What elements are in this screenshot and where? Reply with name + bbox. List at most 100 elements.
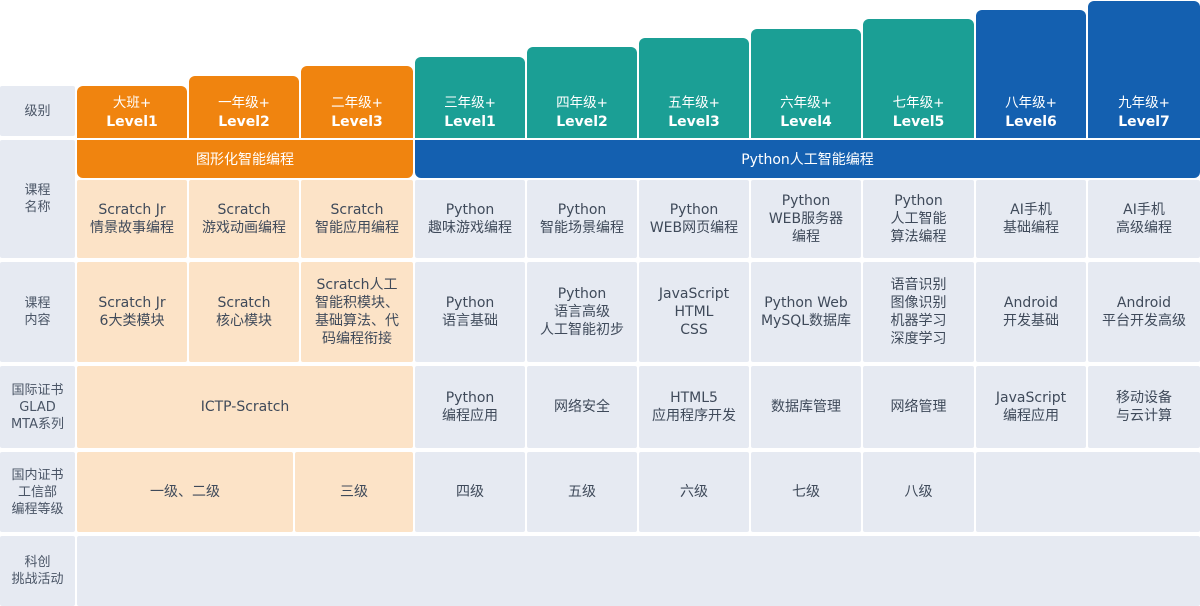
row-label-course-content: 课程 内容	[0, 262, 75, 362]
level-grade: 二年级+	[331, 95, 383, 111]
course-name-cell: Python 趣味游戏编程	[415, 180, 525, 258]
level-grade: 九年级+	[1118, 95, 1170, 111]
domestic-cert-cell: 四级	[415, 452, 525, 532]
level-grade: 六年级+	[780, 95, 832, 111]
intl-cert-cell: 网络管理	[863, 366, 974, 448]
cell-line: 智能场景编程	[540, 220, 624, 236]
cell-line: Scratch	[217, 202, 271, 218]
intl-cert-cell: 数据库管理	[751, 366, 861, 448]
level-grade: 七年级+	[892, 95, 945, 111]
course-name-cell: AI手机基础编程	[976, 180, 1086, 258]
row-label-text: 科创	[24, 555, 51, 570]
track-band-graphical: 图形化智能编程	[77, 140, 413, 178]
cell-line: WEB服务器	[768, 211, 844, 227]
level-code: Level1	[444, 114, 496, 130]
cell-line: 七级	[792, 484, 820, 500]
cell-line: AI手机	[1123, 202, 1165, 218]
cell-line: 六级	[680, 484, 708, 500]
row-label-text: 课程	[24, 296, 51, 311]
domestic-cert-cell: 七级	[751, 452, 861, 532]
level-grade: 一年级+	[218, 95, 270, 111]
level-tab: 五年级+Level3	[639, 38, 749, 138]
cell-line: 趣味游戏编程	[428, 220, 512, 236]
row-label-text: 级别	[24, 103, 51, 119]
cell-line: Python	[445, 202, 495, 218]
track-label: Python人工智能编程	[741, 152, 874, 168]
cell-line: Python	[557, 202, 607, 218]
level-code: Level4	[780, 114, 832, 130]
row-label-text: 内容	[24, 313, 51, 328]
row-label-text: GLAD	[19, 399, 56, 415]
cell-line: 智能应用编程	[315, 220, 399, 236]
cell-line: 与云计算	[1116, 408, 1172, 424]
domestic-cert-level3-cell: 三级	[295, 452, 413, 532]
cell-line: 网络安全	[554, 399, 610, 415]
row-label-text: MTA系列	[10, 416, 65, 432]
cell-line: Python	[669, 202, 719, 218]
cell-line: Python Web	[764, 295, 848, 311]
cell-line: Python	[445, 390, 495, 406]
cell-line: 一级、二级	[150, 484, 220, 500]
cell-line: 三级	[340, 484, 368, 500]
cell-line: JavaScript	[658, 286, 730, 302]
row-label-level: 级别	[0, 86, 75, 136]
level-code: Level7	[1118, 114, 1170, 130]
intl-cert-cell: 移动设备与云计算	[1088, 366, 1200, 448]
course-name-cell: AI手机高级编程	[1088, 180, 1200, 258]
cell-line: ICTP-Scratch	[200, 399, 290, 415]
cell-line: Python	[557, 286, 607, 302]
cell-line: 深度学习	[890, 331, 947, 347]
level-tab: 一年级+Level2	[189, 76, 299, 138]
row-label-text: 编程等级	[11, 501, 64, 517]
cell-line: 基础编程	[1003, 220, 1059, 236]
cell-line: Scratch	[330, 202, 384, 218]
cell-line: 网络管理	[890, 399, 947, 415]
intl-cert-scratch-cell: ICTP-Scratch	[77, 366, 413, 448]
cell-line: CSS	[680, 322, 708, 338]
row-label-text: 国内证书	[11, 467, 64, 483]
cell-line: MySQL数据库	[760, 313, 852, 329]
course-content-cell: Python 语言基础	[415, 262, 525, 362]
level-tab: 四年级+Level2	[527, 47, 637, 138]
level-grade: 八年级+	[1005, 95, 1057, 111]
cell-line: 6大类模块	[99, 313, 165, 329]
row-label-text: 挑战活动	[11, 572, 64, 587]
cell-line: Python	[781, 193, 831, 209]
cell-line: Scratch人工	[316, 277, 398, 293]
level-grade: 大班+	[112, 95, 152, 111]
cell-line: 基础算法、代	[315, 313, 399, 329]
cell-line: Python	[445, 295, 495, 311]
course-content-cell: Scratch人工智能积模块、基础算法、代码编程衔接	[301, 262, 413, 362]
level-code: Level3	[331, 114, 383, 130]
cell-line: 五级	[568, 484, 596, 500]
cell-line: 机器学习	[890, 313, 947, 329]
domestic-cert-level12-cell: 一级、二级	[77, 452, 293, 532]
level-code: Level6	[1005, 114, 1057, 130]
cell-line: 编程	[792, 229, 820, 245]
cell-line: JavaScript	[995, 390, 1067, 406]
cell-line: 平台开发高级	[1102, 313, 1186, 329]
cell-line: 智能积模块、	[315, 295, 399, 311]
cell-line: 应用程序开发	[652, 408, 736, 424]
level-tab: 三年级+Level1	[415, 57, 525, 138]
cell-line: 移动设备	[1116, 390, 1172, 406]
row-label-course-name: 课程 名称	[0, 140, 75, 258]
cell-line: 语言基础	[442, 313, 498, 329]
cell-line: 八级	[904, 484, 933, 500]
intl-cert-cell: 网络安全	[527, 366, 637, 448]
level-tab: 大班+Level1	[77, 86, 187, 138]
level-code: Level5	[892, 114, 945, 130]
row-label-text: 名称	[24, 200, 51, 215]
track-label: 图形化智能编程	[196, 152, 294, 168]
